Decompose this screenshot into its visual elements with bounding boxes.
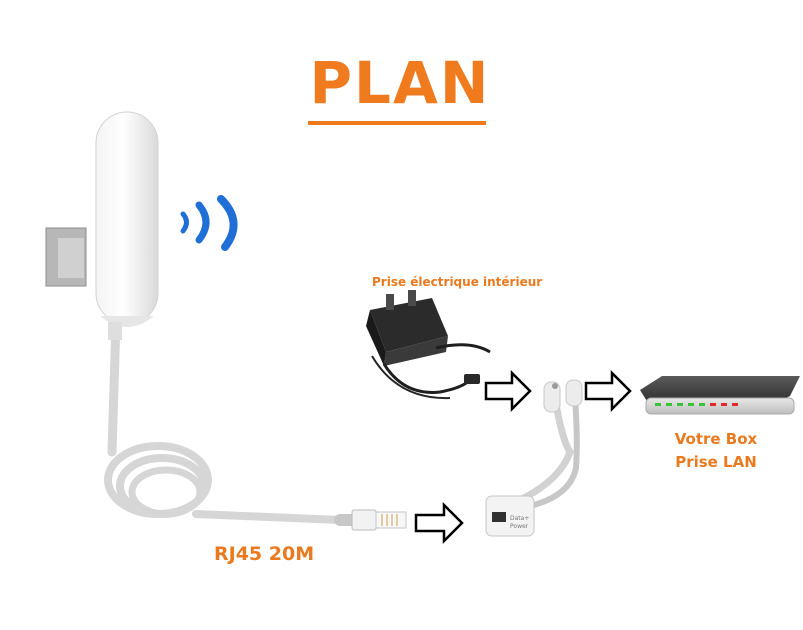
rj45-cable <box>104 317 358 526</box>
router-icon <box>640 376 800 415</box>
router-leds <box>655 403 738 406</box>
arrow-right-icon <box>484 369 532 413</box>
arrow-right-icon <box>584 369 632 413</box>
svg-text:Data+: Data+ <box>510 515 529 522</box>
box-label: Votre Box Prise LAN <box>656 428 776 474</box>
title-underline <box>308 121 486 125</box>
box-label-line1: Votre Box <box>674 430 758 448</box>
svg-text:Power: Power <box>510 523 529 530</box>
wifi-signal-icon <box>180 195 238 251</box>
power-adapter-icon <box>366 290 491 400</box>
page-title: PLAN <box>309 49 491 117</box>
power-outlet-label: Prise électrique intérieur <box>372 275 543 289</box>
rj45-connector <box>351 509 407 531</box>
arrow-right-icon <box>414 501 464 545</box>
box-label-line2: Prise LAN <box>675 453 757 471</box>
poe-injector-icon: Data+ Power <box>485 379 583 537</box>
antenna-icon <box>45 111 159 340</box>
cable-label: RJ45 20M <box>214 543 315 565</box>
